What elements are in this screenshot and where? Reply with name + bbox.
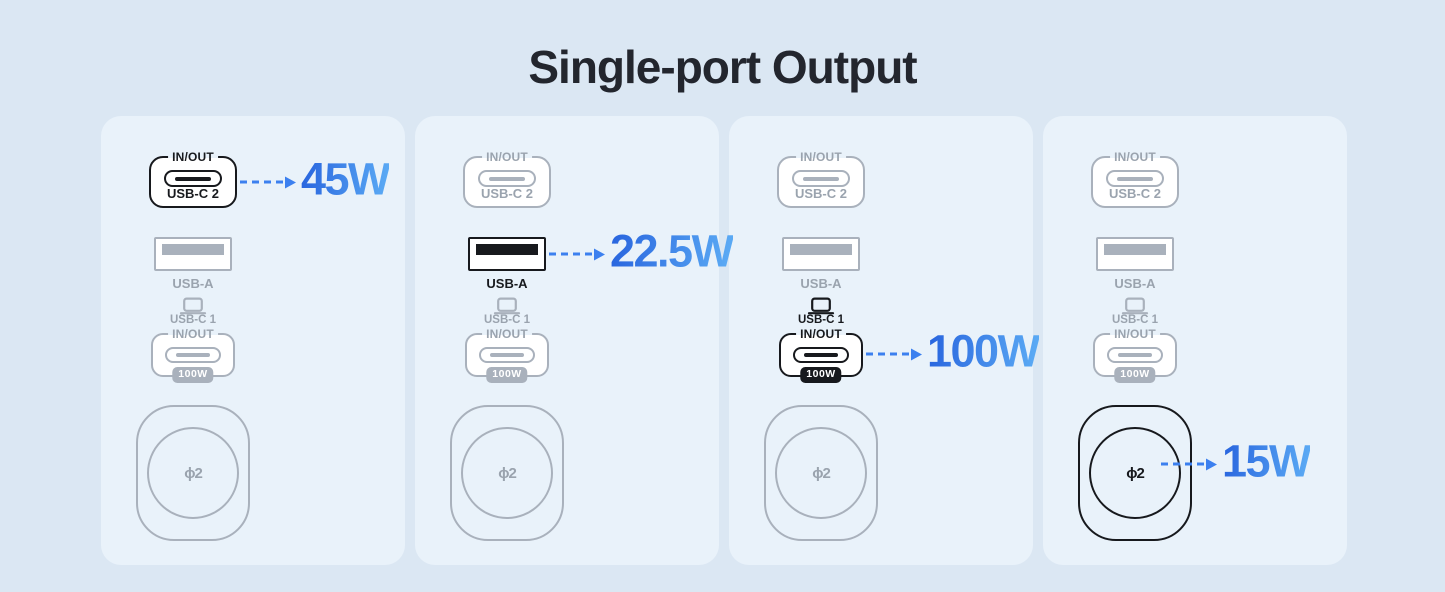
- output-wattage: 15W: [1222, 435, 1312, 487]
- usb-a-label: USB-A: [1114, 276, 1156, 291]
- usb-c-2-inout-label: IN/OUT: [1110, 150, 1160, 164]
- usb-c-1-socket-icon: IN/OUT 100W: [1093, 327, 1177, 383]
- usb-c-1-inout-label: IN/OUT: [168, 327, 218, 341]
- usb-c-2-label: USB-C 2: [794, 186, 847, 201]
- arrow-head-icon: [594, 248, 605, 260]
- max-power-badge: 100W: [800, 367, 842, 383]
- usb-c-2-socket-icon: IN/OUT USB-C 2: [149, 150, 237, 208]
- dashed-arrow-line-icon: [1161, 462, 1207, 466]
- usb-a-label: USB-A: [800, 276, 842, 291]
- usb-c-1-port: USB-C 1 IN/OUT 100W: [461, 297, 553, 383]
- usb-a-connector-icon: [468, 237, 546, 271]
- usb-c-connector-icon: [792, 170, 850, 187]
- output-callout: 45W: [240, 153, 391, 205]
- charging-coil-circle: ϕ2: [1089, 427, 1181, 519]
- laptop-icon: [493, 297, 521, 315]
- usb-a-port: USB-A: [782, 237, 860, 291]
- usb-c-connector-icon: [164, 170, 222, 187]
- usb-a-connector-icon: [782, 237, 860, 271]
- charging-coil-circle: ϕ2: [461, 427, 553, 519]
- usb-a-port: USB-A: [468, 237, 546, 291]
- panel-wireless-output: IN/OUT USB-C 2 USB-A USB-C 1 IN/OUT 100W: [1043, 116, 1347, 565]
- panel-usb-c-2-output: IN/OUT USB-C 2 USB-A USB-C 1 IN/OUT 100W: [101, 116, 405, 565]
- charging-coil-circle: ϕ2: [775, 427, 867, 519]
- usb-c-2-label: USB-C 2: [480, 186, 533, 201]
- usb-c-2-inout-label: IN/OUT: [168, 150, 218, 164]
- qi2-logo-icon: ϕ2: [498, 464, 517, 482]
- arrow-head-icon: [1206, 458, 1217, 470]
- usb-c-2-port: IN/OUT USB-C 2: [463, 150, 551, 208]
- usb-a-connector-icon: [154, 237, 232, 271]
- laptop-icon: [807, 297, 835, 315]
- usb-c-connector-icon: [793, 347, 849, 363]
- dashed-arrow-line-icon: [240, 180, 286, 184]
- usb-c-1-inout-label: IN/OUT: [1110, 327, 1160, 341]
- usb-c-1-socket-icon: IN/OUT 100W: [779, 327, 863, 383]
- usb-c-2-label: USB-C 2: [1108, 186, 1161, 201]
- usb-c-1-port: USB-C 1 IN/OUT 100W: [147, 297, 239, 383]
- dashed-arrow-line-icon: [866, 352, 912, 356]
- qi2-logo-icon: ϕ2: [812, 464, 831, 482]
- output-wattage: 100W: [927, 325, 1040, 377]
- usb-a-port: USB-A: [1096, 237, 1174, 291]
- output-wattage: 45W: [301, 153, 391, 205]
- usb-c-connector-icon: [479, 347, 535, 363]
- usb-c-2-port: IN/OUT USB-C 2: [777, 150, 865, 208]
- qi2-logo-icon: ϕ2: [1126, 464, 1145, 482]
- usb-c-2-label: USB-C 2: [166, 186, 219, 201]
- max-power-badge: 100W: [1114, 367, 1156, 383]
- usb-c-1-label: USB-C 1: [169, 314, 216, 326]
- panel-usb-a-output: IN/OUT USB-C 2 USB-A USB-C 1 IN/OUT 100W: [415, 116, 734, 565]
- panels-row: IN/OUT USB-C 2 USB-A USB-C 1 IN/OUT 100W: [101, 116, 1347, 565]
- laptop-icon: [1121, 297, 1149, 315]
- usb-c-1-socket-icon: IN/OUT 100W: [151, 327, 235, 383]
- wireless-charging-pad: ϕ2: [136, 405, 250, 541]
- qi2-logo-icon: ϕ2: [184, 464, 203, 482]
- usb-c-1-port: USB-C 1 IN/OUT 100W: [1089, 297, 1181, 383]
- usb-c-1-port: USB-C 1 IN/OUT 100W: [775, 297, 867, 383]
- max-power-badge: 100W: [172, 367, 214, 383]
- output-wattage: 22.5W: [610, 225, 734, 277]
- charging-coil-circle: ϕ2: [147, 427, 239, 519]
- wireless-charging-pad: ϕ2: [764, 405, 878, 541]
- usb-c-1-inout-label: IN/OUT: [796, 327, 846, 341]
- usb-c-2-inout-label: IN/OUT: [482, 150, 532, 164]
- usb-c-2-port: IN/OUT USB-C 2: [1091, 150, 1179, 208]
- usb-c-1-inout-label: IN/OUT: [482, 327, 532, 341]
- panel-usb-c-1-output: IN/OUT USB-C 2 USB-A USB-C 1 IN/OUT 100W: [729, 116, 1040, 565]
- max-power-badge: 100W: [486, 367, 528, 383]
- usb-a-label: USB-A: [172, 276, 214, 291]
- wireless-charging-pad: ϕ2: [450, 405, 564, 541]
- usb-c-2-inout-label: IN/OUT: [796, 150, 846, 164]
- usb-a-port: USB-A: [154, 237, 232, 291]
- usb-a-label: USB-A: [486, 276, 528, 291]
- usb-c-connector-icon: [165, 347, 221, 363]
- page-title: Single-port Output: [528, 41, 917, 93]
- usb-a-connector-icon: [1096, 237, 1174, 271]
- arrow-head-icon: [285, 176, 296, 188]
- usb-c-1-socket-icon: IN/OUT 100W: [465, 327, 549, 383]
- usb-c-2-port: IN/OUT USB-C 2: [149, 150, 237, 208]
- usb-c-2-socket-icon: IN/OUT USB-C 2: [1091, 150, 1179, 208]
- output-callout: 15W: [1161, 435, 1312, 487]
- usb-c-1-label: USB-C 1: [1111, 314, 1158, 326]
- usb-c-connector-icon: [1107, 347, 1163, 363]
- wireless-charging-pad: ϕ2: [1078, 405, 1192, 541]
- output-callout: 100W: [866, 325, 1040, 377]
- usb-c-connector-icon: [1106, 170, 1164, 187]
- arrow-head-icon: [911, 348, 922, 360]
- usb-c-2-socket-icon: IN/OUT USB-C 2: [777, 150, 865, 208]
- dashed-arrow-line-icon: [549, 252, 595, 256]
- usb-c-connector-icon: [478, 170, 536, 187]
- output-callout: 22.5W: [549, 225, 734, 277]
- usb-c-1-label: USB-C 1: [797, 314, 844, 326]
- laptop-icon: [179, 297, 207, 315]
- usb-c-1-label: USB-C 1: [483, 314, 530, 326]
- usb-c-2-socket-icon: IN/OUT USB-C 2: [463, 150, 551, 208]
